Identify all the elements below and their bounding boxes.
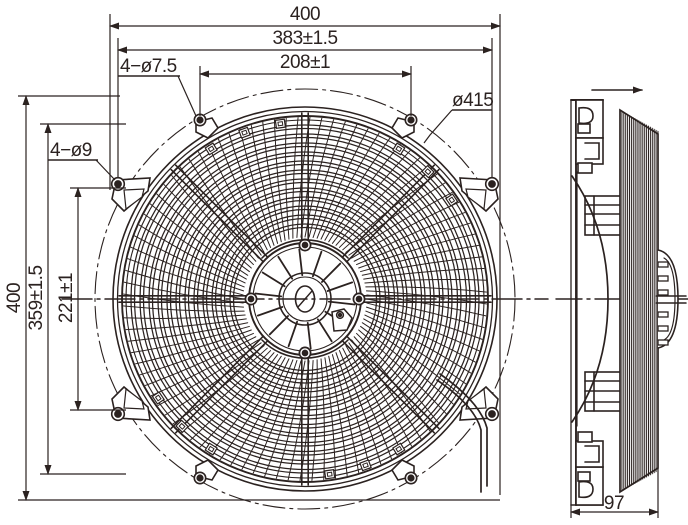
mount-bracket-br bbox=[459, 385, 500, 422]
mount-bracket-d-br bbox=[390, 459, 418, 485]
motor-shaft bbox=[294, 285, 316, 313]
front-view bbox=[61, 88, 549, 510]
cable-lead bbox=[436, 379, 482, 493]
leader-9 bbox=[95, 159, 116, 181]
shaft-keyway bbox=[297, 290, 313, 308]
mount-bracket-tl bbox=[110, 176, 151, 213]
mount-bracket-tr bbox=[459, 176, 500, 213]
callout-label-small-holes: 4−ø7.5 bbox=[120, 56, 177, 77]
mount-brackets-diagonal bbox=[193, 113, 418, 485]
rim-clips bbox=[151, 118, 459, 480]
dim-label-depth: 97 bbox=[604, 493, 624, 514]
dim-label-mount-height: 359±1.5 bbox=[26, 265, 47, 330]
hub-bracket-arcs bbox=[261, 239, 349, 359]
dim-label-inner-span-h: 208±1 bbox=[280, 52, 330, 73]
guard-spokes bbox=[118, 112, 492, 486]
side-bracket-bottom bbox=[575, 431, 604, 506]
side-view bbox=[555, 86, 688, 506]
dimension-lines bbox=[18, 14, 659, 518]
side-blade-cone bbox=[619, 108, 659, 494]
leader-7-5 bbox=[177, 75, 197, 117]
leader-415 bbox=[423, 109, 453, 144]
motor-body bbox=[278, 272, 332, 326]
dim-label-mount-width: 383±1.5 bbox=[272, 28, 337, 49]
dimension-text-group: 400 383±1.5 208±1 400 359±1.5 221±1 4−ø7… bbox=[4, 4, 625, 514]
side-guard-profile bbox=[571, 175, 609, 423]
dim-label-overall-height: 400 bbox=[4, 283, 25, 313]
cable-lead-2 bbox=[439, 373, 488, 487]
callout-label-impeller-dia: ø415 bbox=[452, 90, 493, 111]
hub-terminal-box bbox=[331, 308, 353, 332]
mount-bracket-d-bl bbox=[193, 459, 220, 485]
motor-body-inner bbox=[282, 276, 328, 322]
dim-label-inner-span-v: 221±1 bbox=[56, 273, 77, 323]
side-bracket-top bbox=[575, 99, 604, 174]
callout-label-large-holes: 4−ø9 bbox=[50, 140, 92, 161]
dim-label-overall-width: 400 bbox=[290, 4, 320, 25]
mount-brackets-corner bbox=[110, 176, 500, 422]
side-motor-housing bbox=[657, 249, 679, 349]
mount-bracket-bl bbox=[110, 385, 151, 422]
